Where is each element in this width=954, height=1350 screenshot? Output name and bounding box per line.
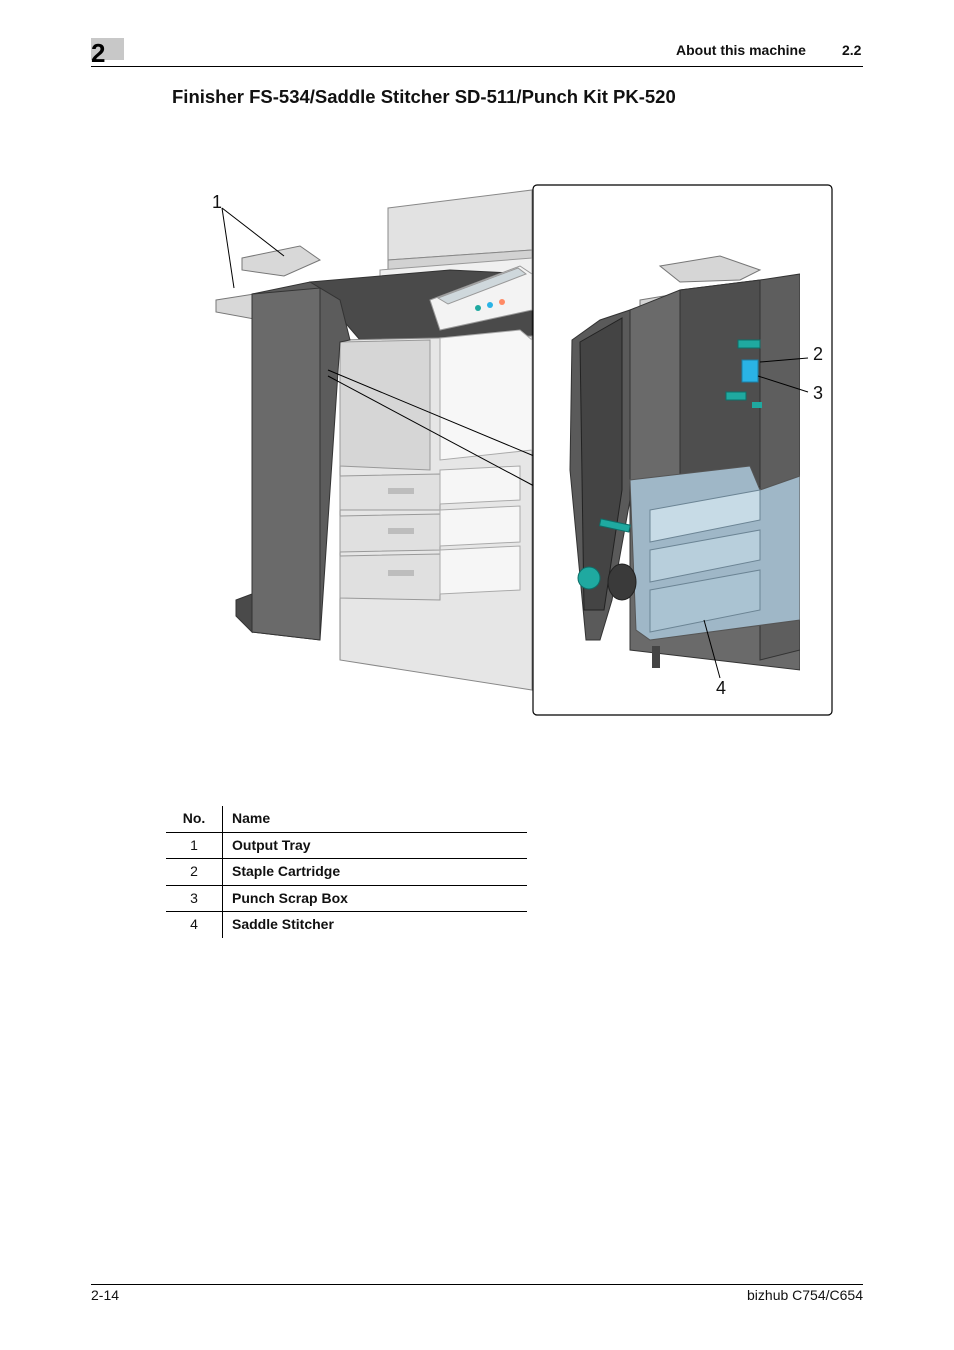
running-header-title: About this machine bbox=[676, 42, 806, 58]
model-name: bizhub C754/C654 bbox=[747, 1287, 863, 1303]
page-title: Finisher FS-534/Saddle Stitcher SD-511/P… bbox=[172, 86, 676, 107]
cell-name: Staple Cartridge bbox=[222, 858, 527, 885]
cell-no: 4 bbox=[166, 911, 223, 938]
table-row: 4 Saddle Stitcher bbox=[166, 911, 527, 938]
column-header-no: No. bbox=[166, 806, 223, 832]
detail-view-illustration bbox=[569, 255, 830, 690]
cell-no: 3 bbox=[166, 884, 223, 912]
table-row: 3 Punch Scrap Box bbox=[166, 884, 527, 912]
callout-4: 4 bbox=[716, 678, 726, 698]
parts-table: No. Name 1 Output Tray 2 Staple Cartridg… bbox=[166, 806, 527, 938]
header-rule bbox=[91, 66, 863, 67]
table-row: 1 Output Tray bbox=[166, 831, 527, 859]
chapter-number: 2 bbox=[91, 38, 106, 68]
cell-name: Output Tray bbox=[222, 831, 527, 859]
callout-1: 1 bbox=[212, 192, 222, 212]
chapter-tab bbox=[91, 38, 124, 60]
main-unit-illustration bbox=[308, 189, 533, 691]
cell-no: 2 bbox=[166, 858, 223, 885]
cell-no: 1 bbox=[166, 831, 223, 859]
finisher-unit-illustration bbox=[215, 245, 351, 641]
finisher-illustration: 1 bbox=[160, 170, 860, 730]
callout-3: 3 bbox=[813, 383, 823, 403]
table-row: 2 Staple Cartridge bbox=[166, 858, 527, 885]
column-header-name: Name bbox=[232, 810, 271, 826]
page-number: 2-14 bbox=[91, 1287, 120, 1303]
cell-name: Punch Scrap Box bbox=[222, 884, 527, 912]
cell-name: Saddle Stitcher bbox=[222, 911, 527, 938]
running-header-section: 2.2 bbox=[842, 42, 862, 58]
footer-rule bbox=[91, 1284, 863, 1285]
callout-2: 2 bbox=[813, 344, 823, 364]
